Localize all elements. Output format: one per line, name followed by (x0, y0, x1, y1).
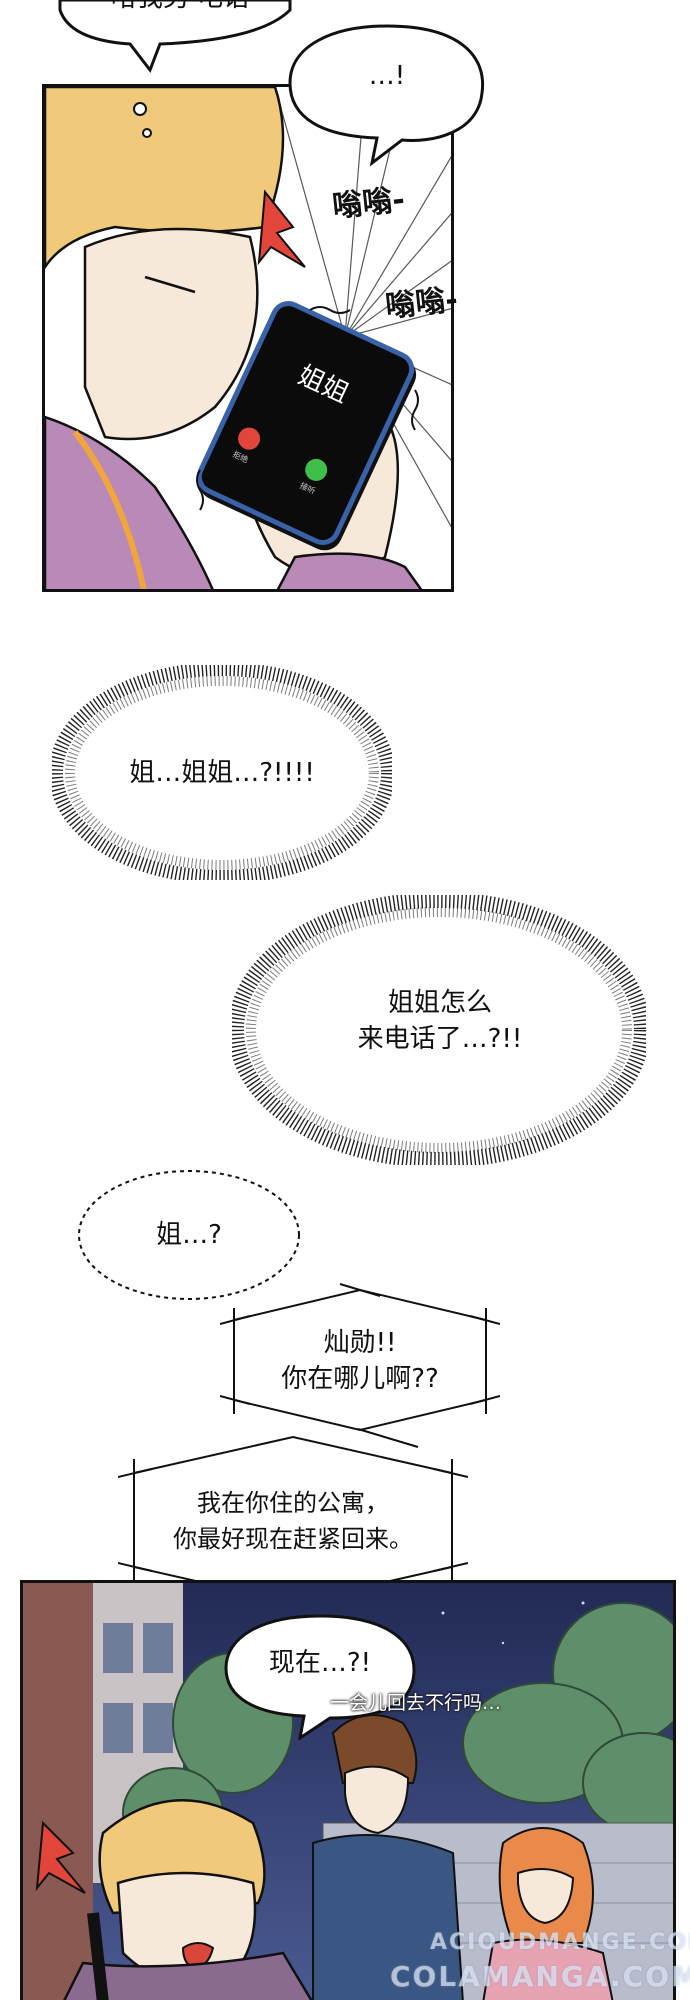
phone-voice-bubble-2 (118, 1428, 468, 1605)
panel-phone-art (45, 87, 451, 589)
shout-text-1: 姐…姐姐…?!!!! (129, 758, 315, 788)
street-scene-art (23, 1583, 673, 2000)
panel-phone-call (42, 84, 454, 592)
panel-street-scene (20, 1580, 676, 2000)
silence-text: …! (368, 61, 406, 91)
reply-bubble (224, 1614, 416, 1740)
watermark-line-2: COLAMANGA.COM (390, 1960, 690, 1993)
shout-bubble-2 (232, 895, 646, 1165)
top-partial-text: 哈我另 电话 (90, 0, 270, 16)
top-partial-bubble (58, 0, 292, 74)
dotted-bubble (78, 1170, 300, 1300)
mutter-text: 一会儿回去不行吗… (330, 1692, 502, 1714)
phone-voice-text-1: 灿勋!! 你在哪儿啊?? (281, 1328, 439, 1394)
phone-voice-bubble-1 (220, 1283, 500, 1432)
reply-text: 现在…?! (268, 1648, 372, 1678)
buzz-sfx-2: 嗡嗡- (383, 282, 460, 325)
shout-text-2: 姐姐怎么 来电话了…?!! (357, 988, 523, 1054)
shout-bubble-1 (52, 665, 392, 880)
vibration-lines (196, 306, 419, 511)
silence-bubble (288, 24, 485, 167)
watermark-line-1: ACIOUDMANGE.COM (430, 1930, 690, 1955)
phone-voice-text-2: 我在你住的公寓， 你最好现在赶紧回来。 (173, 1489, 413, 1553)
buzz-sfx-1: 嗡嗡- (330, 182, 407, 225)
dotted-text: 姐…? (156, 1220, 222, 1250)
